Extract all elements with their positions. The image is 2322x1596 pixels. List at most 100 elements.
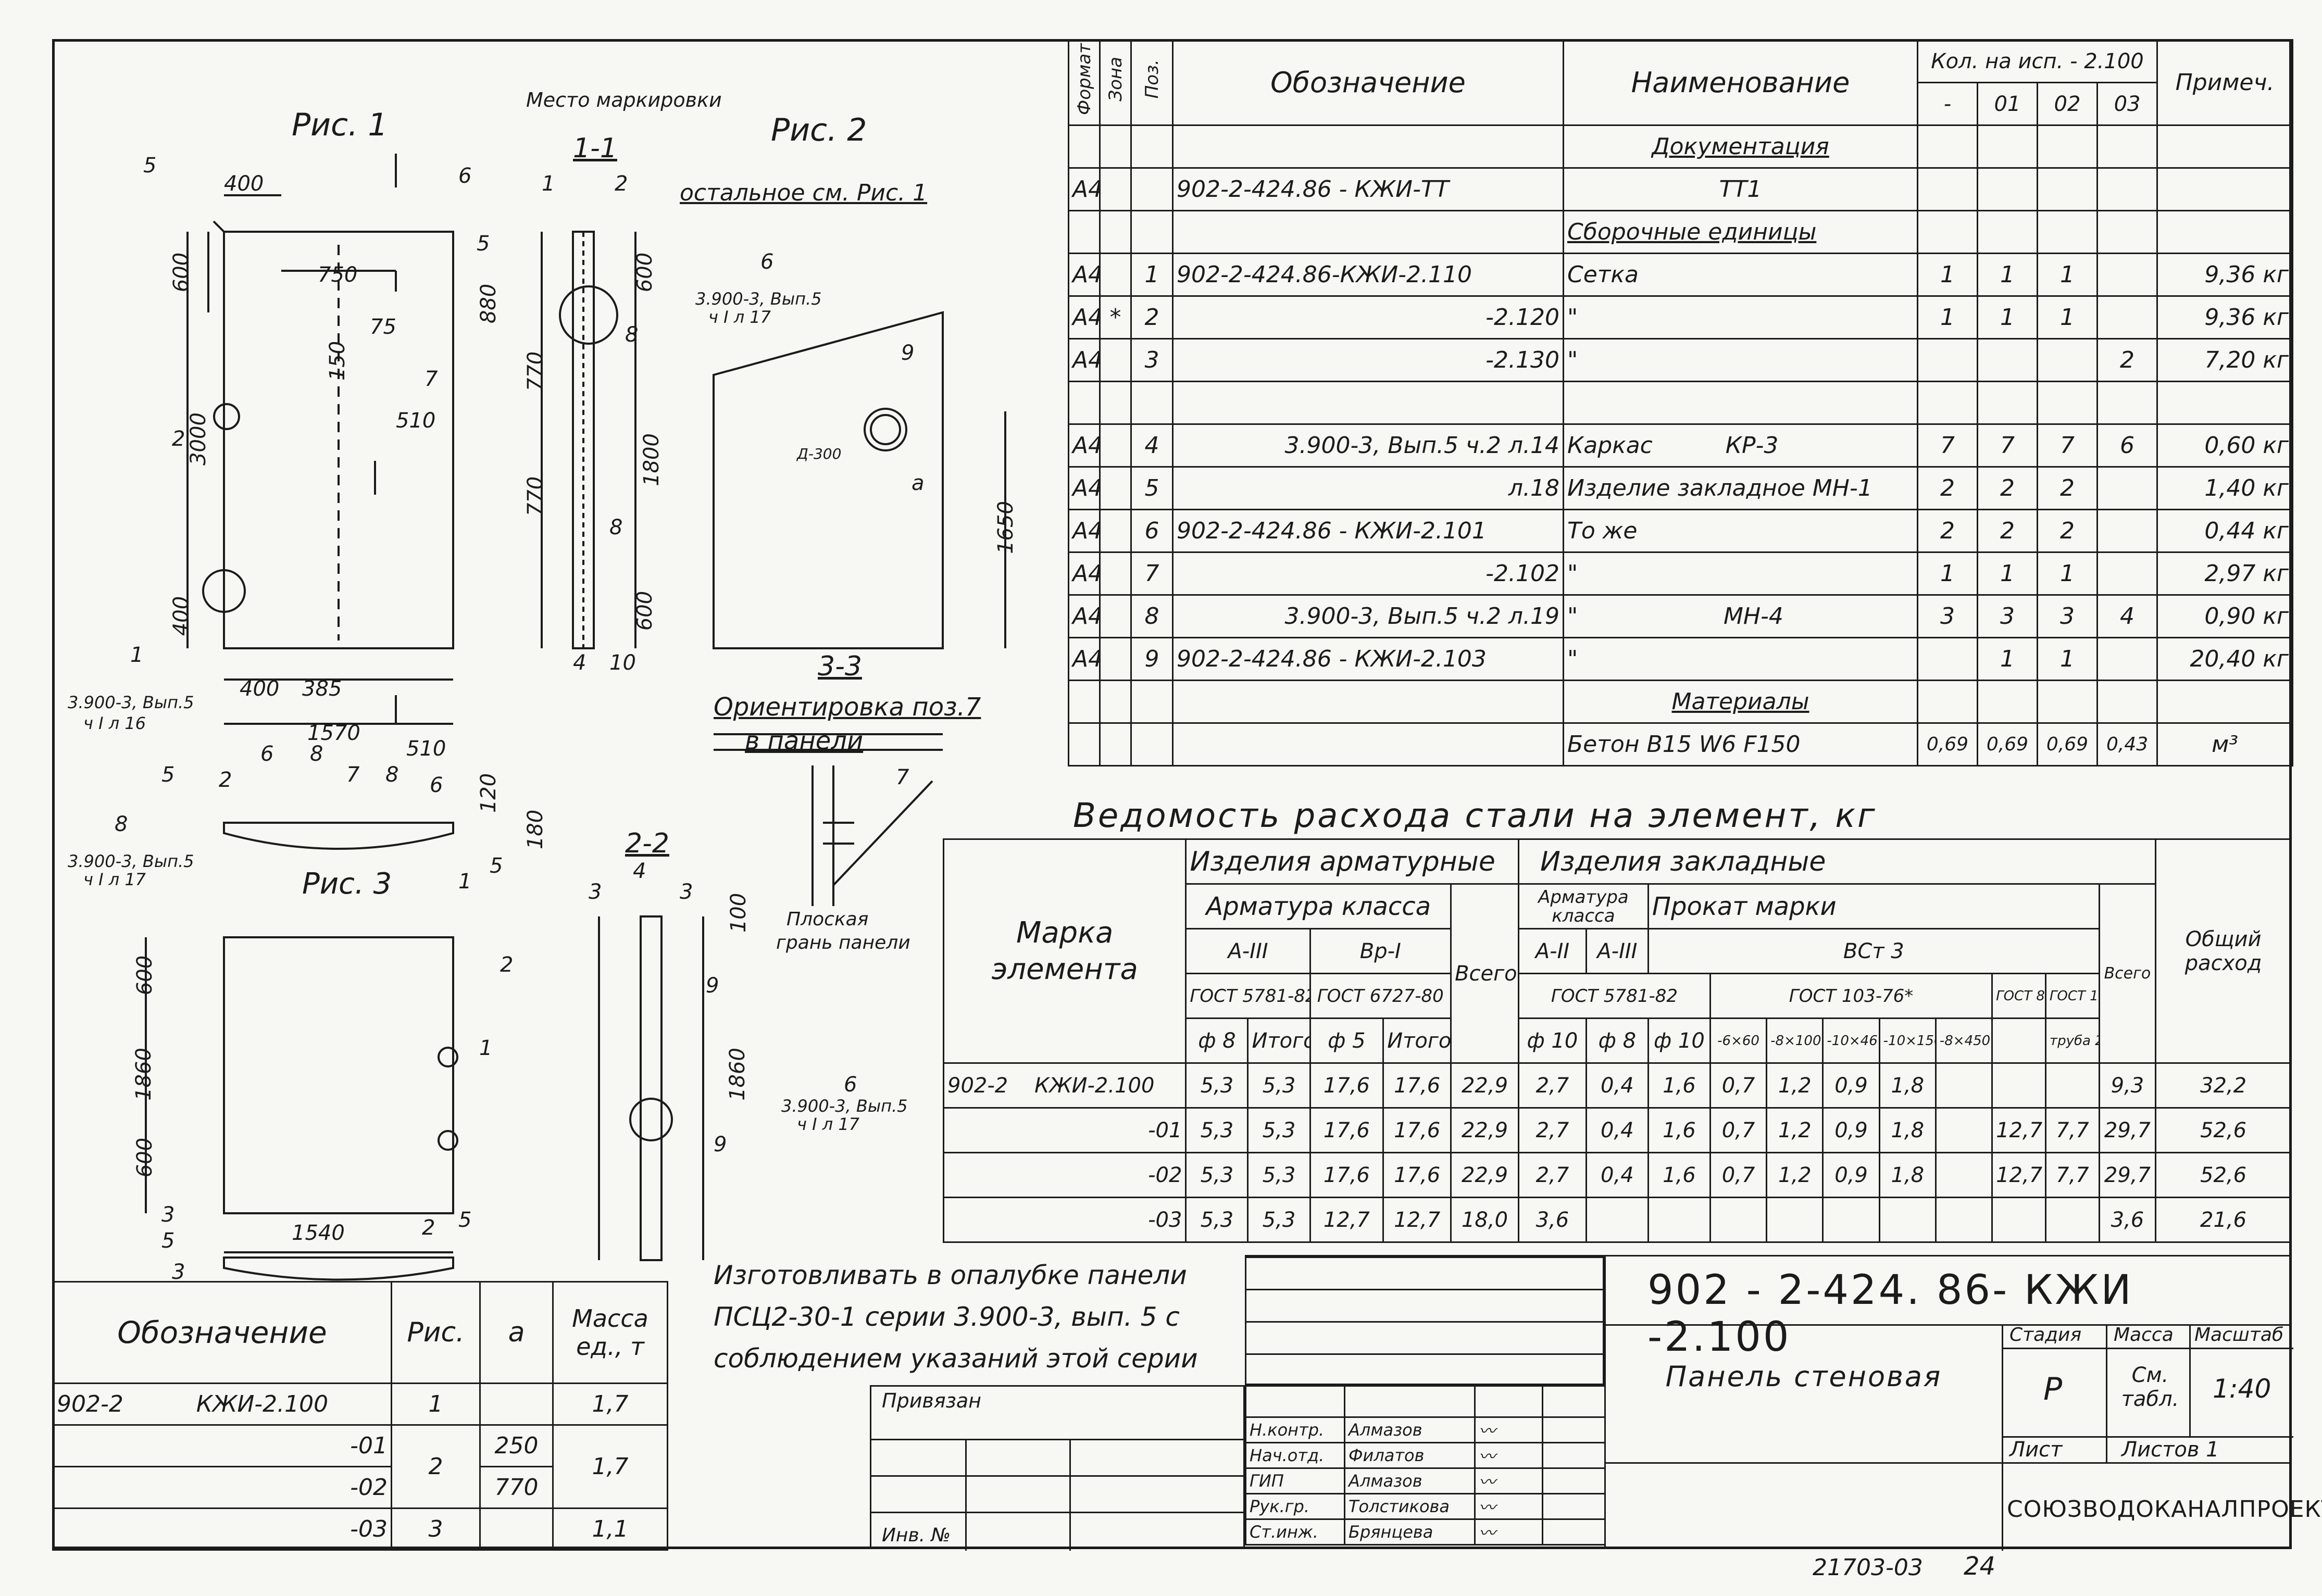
- flat-face-label-2: грань панели: [776, 932, 910, 953]
- fig2-opening-d300: [864, 408, 907, 451]
- inv-label: Инв. №: [882, 1525, 951, 1546]
- rest-see-label: остальное см. Рис. 1: [680, 180, 928, 206]
- dim-770-b: 770: [523, 476, 548, 517]
- spec-h-qty-02: 02: [2037, 82, 2098, 126]
- orientation-label: Ориентировка поз.7: [714, 693, 981, 722]
- organization-name: СОЮЗВОДОКАНАЛПРОЕКТ: [2007, 1496, 2322, 1523]
- spec-h-qty-group: Кол. на исп. - 2.100: [1916, 39, 2158, 83]
- note-line-3: соблюдением указаний этой серии: [714, 1343, 1198, 1374]
- spec-section-assemblies: Сборочные единицы: [1563, 210, 1918, 254]
- orientation-label-2: в панели: [745, 726, 864, 756]
- fig3-title: Рис. 3: [302, 867, 392, 901]
- dim-510-fig1: 510: [396, 409, 436, 433]
- spec-h-designation: Обозначение: [1172, 39, 1564, 126]
- steel-h-total-embed: Всего: [2098, 883, 2157, 1064]
- callout-6b-plan: 6: [430, 773, 443, 797]
- page-number: 24: [1964, 1552, 1996, 1581]
- callout-5-fig3b: 5: [458, 1208, 472, 1232]
- callout-3b-fig3: 3: [172, 1260, 185, 1284]
- dim-1800: 1800: [639, 433, 664, 486]
- dim-770-a: 770: [523, 351, 548, 392]
- callout-1-s11: 1: [542, 172, 555, 196]
- dim-400-top: 400: [224, 172, 264, 196]
- dim-75: 75: [370, 315, 396, 339]
- spec-h-name: Наименование: [1563, 39, 1918, 126]
- callout-2-fig3: 2: [500, 953, 514, 977]
- callout-6-s11: 6: [760, 250, 774, 274]
- spec-h-pos: Поз.: [1130, 39, 1174, 126]
- ref-series-4: 3.900-3, Вып.5: [781, 1096, 908, 1116]
- dim-150: 150: [326, 341, 350, 381]
- steel-consumption-table: Марка элемента Изделия арматурные Издели…: [942, 838, 2292, 1243]
- callout-7-plan: 7: [346, 763, 360, 787]
- dim-1650: 1650: [993, 501, 1018, 554]
- dim-750: 750: [318, 263, 358, 287]
- callout-3b-s22: 3: [680, 880, 693, 904]
- dim-600-s11-bottom: 600: [633, 590, 657, 631]
- dim-a: а: [912, 471, 925, 495]
- ref-series-2: 3.900-3, Вып.5: [68, 693, 194, 712]
- callout-3-s22: 3: [589, 880, 602, 904]
- signature-row: Нач.отд.Филатов〰: [1245, 1442, 1606, 1469]
- marking-place-label: Место маркировки: [526, 89, 722, 111]
- title-block-main: 902 - 2-424. 86- КЖИ -2.100 Панель стено…: [1604, 1255, 2322, 1551]
- spec-h-qty-01: 01: [1977, 82, 2038, 126]
- stage-mass-scale: Стадия Масса Масштаб Р См. табл. 1:40 Ли…: [2002, 1324, 2293, 1462]
- spec-h-zone: Зона: [1099, 39, 1132, 126]
- section-2-2-label: 2-2: [625, 828, 669, 859]
- dim-600-fig3-bottom: 600: [133, 1137, 157, 1178]
- callout-2-plan: 2: [219, 768, 232, 792]
- callout-7-s33: 7: [896, 765, 909, 789]
- callout-8b-s11: 8: [609, 516, 623, 539]
- revision-grid: [1245, 1255, 1604, 1385]
- dim-120: 120: [477, 773, 501, 813]
- callout-6: 6: [458, 164, 472, 188]
- callout-6-plan: 6: [260, 742, 274, 766]
- variants-h-a: а: [479, 1281, 554, 1384]
- callout-9-s22: 9: [706, 974, 719, 998]
- dim-385: 385: [302, 677, 342, 701]
- dim-880: 880: [477, 283, 501, 324]
- flat-face-label: Плоская: [787, 909, 869, 930]
- dim-180: 180: [523, 809, 548, 850]
- opening-d300-label: Д-300: [797, 445, 842, 462]
- dim-600-top: 600: [169, 252, 194, 293]
- steel-h-rebar: Изделия арматурные: [1185, 838, 1519, 885]
- steel-h-total-rebar: Всего: [1450, 883, 1519, 1064]
- steel-h-mark: Марка элемента: [942, 838, 1187, 1064]
- archive-number: 21703-03: [1813, 1554, 1923, 1581]
- note-line-2: ПСЦ2-30-1 серии 3.900-3, вып. 5 с: [714, 1302, 1180, 1332]
- variants-h-fig: Рис.: [391, 1281, 481, 1384]
- fig1-hole-lower: [202, 569, 246, 613]
- callout-8-plan: 8: [310, 742, 323, 766]
- fig3-plan-strip: [223, 1256, 454, 1281]
- callout-6-s22: 6: [844, 1073, 857, 1097]
- callout-2-fig3b: 2: [422, 1216, 435, 1240]
- dim-1570: 1570: [307, 721, 360, 745]
- callout-7: 7: [425, 367, 438, 391]
- spec-h-note: Примеч.: [2156, 39, 2294, 126]
- dim-400-bottom: 400: [169, 596, 194, 636]
- ref-sheet-4: ч I л 17: [797, 1114, 860, 1134]
- spec-section-docs: Документация: [1563, 124, 1918, 169]
- section-3-3-label: 3-3: [818, 651, 862, 682]
- dim-400-plan: 400: [240, 677, 280, 701]
- signature-mark: 〰: [1474, 1416, 1543, 1443]
- callout-9-fig2: 9: [901, 341, 915, 365]
- callout-9b-s22: 9: [714, 1133, 727, 1157]
- fig3-panel-outline: [223, 936, 454, 1214]
